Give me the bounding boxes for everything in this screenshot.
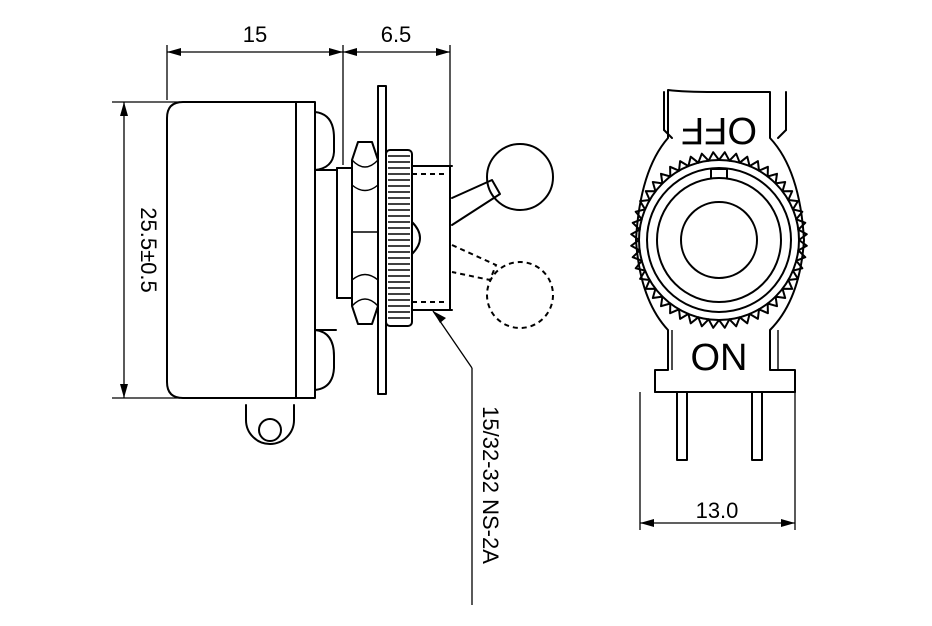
hex-nut xyxy=(336,141,379,325)
toggle-lever-alternate-position xyxy=(451,244,554,329)
thread-callout: 15/32-32 NS-2A xyxy=(432,310,503,605)
knurled-nut xyxy=(385,149,413,327)
side-view: 15 6.5 25.5±0.5 15/32-32 NS-2A xyxy=(112,22,554,605)
dimension-bushing-length: 6.5 xyxy=(343,22,451,165)
keyway-notch xyxy=(710,168,728,179)
dim-front-width-label: 13.0 xyxy=(696,498,739,523)
dimension-body-length: 15 xyxy=(166,22,344,165)
toggle-lever xyxy=(451,143,554,226)
terminal-pins xyxy=(676,391,763,461)
dim-bushing-length-label: 6.5 xyxy=(381,22,412,47)
mounting-ear xyxy=(245,404,295,445)
knurl-ring xyxy=(630,151,808,329)
switch-body xyxy=(166,101,337,399)
dimension-body-height: 25.5±0.5 xyxy=(112,101,180,399)
thread-callout-label: 15/32-32 NS-2A xyxy=(478,406,503,564)
off-label: OFF xyxy=(681,109,757,151)
on-label: ON xyxy=(691,337,748,379)
front-view: OFF ON 13.0 xyxy=(630,89,808,530)
dim-body-length-label: 15 xyxy=(243,22,267,47)
dimension-front-width: 13.0 xyxy=(639,392,796,530)
panel-plate xyxy=(377,85,387,395)
dim-body-height-label: 25.5±0.5 xyxy=(136,207,161,292)
threaded-bushing xyxy=(411,165,453,311)
toggle-tip xyxy=(680,201,758,279)
